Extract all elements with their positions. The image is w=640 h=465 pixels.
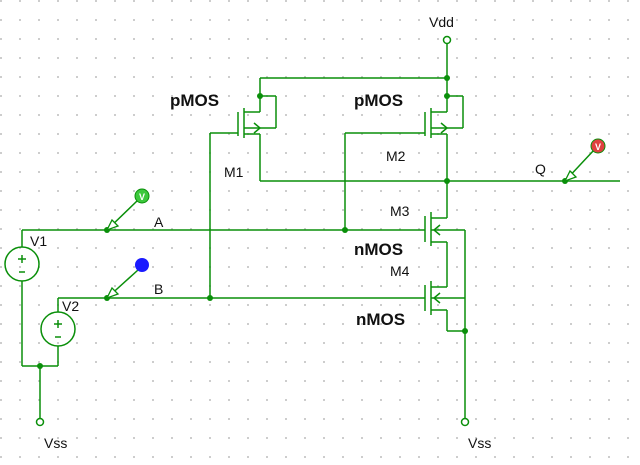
label-node-a: A [154, 214, 164, 230]
label-m2: M2 [386, 148, 406, 164]
transistor-m1[interactable] [237, 93, 277, 148]
label-node-b: B [154, 281, 163, 297]
probe-q[interactable]: V [563, 138, 606, 183]
terminal-vss-right[interactable] [460, 417, 470, 427]
label-node-q: Q [535, 161, 546, 177]
label-type-m2: pMOS [354, 91, 403, 110]
terminal-vdd[interactable] [442, 35, 452, 45]
probe-b[interactable] [105, 258, 149, 300]
transistor-m2[interactable] [424, 93, 464, 148]
voltage-source-v2[interactable] [40, 311, 76, 347]
voltage-source-v1[interactable] [4, 246, 40, 282]
label-m3: M3 [390, 203, 410, 219]
transistor-m3[interactable] [424, 212, 465, 247]
terminal-vss-left[interactable] [35, 417, 45, 427]
label-type-m4: nMOS [356, 310, 405, 329]
label-type-m1: pMOS [170, 91, 219, 110]
probe-q-letter: V [595, 142, 601, 152]
label-vss-right: Vss [468, 435, 491, 451]
wires [21, 44, 620, 418]
probe-a[interactable]: V [105, 188, 150, 232]
label-v1: V1 [30, 233, 47, 249]
probe-a-letter: V [139, 192, 145, 202]
label-m4: M4 [390, 263, 410, 279]
transistor-m4[interactable] [424, 281, 465, 316]
label-vdd: Vdd [429, 14, 454, 30]
label-v2: V2 [62, 298, 79, 314]
label-vss-left: Vss [44, 435, 67, 451]
label-type-m3: nMOS [354, 240, 403, 259]
label-m1: M1 [224, 164, 244, 180]
